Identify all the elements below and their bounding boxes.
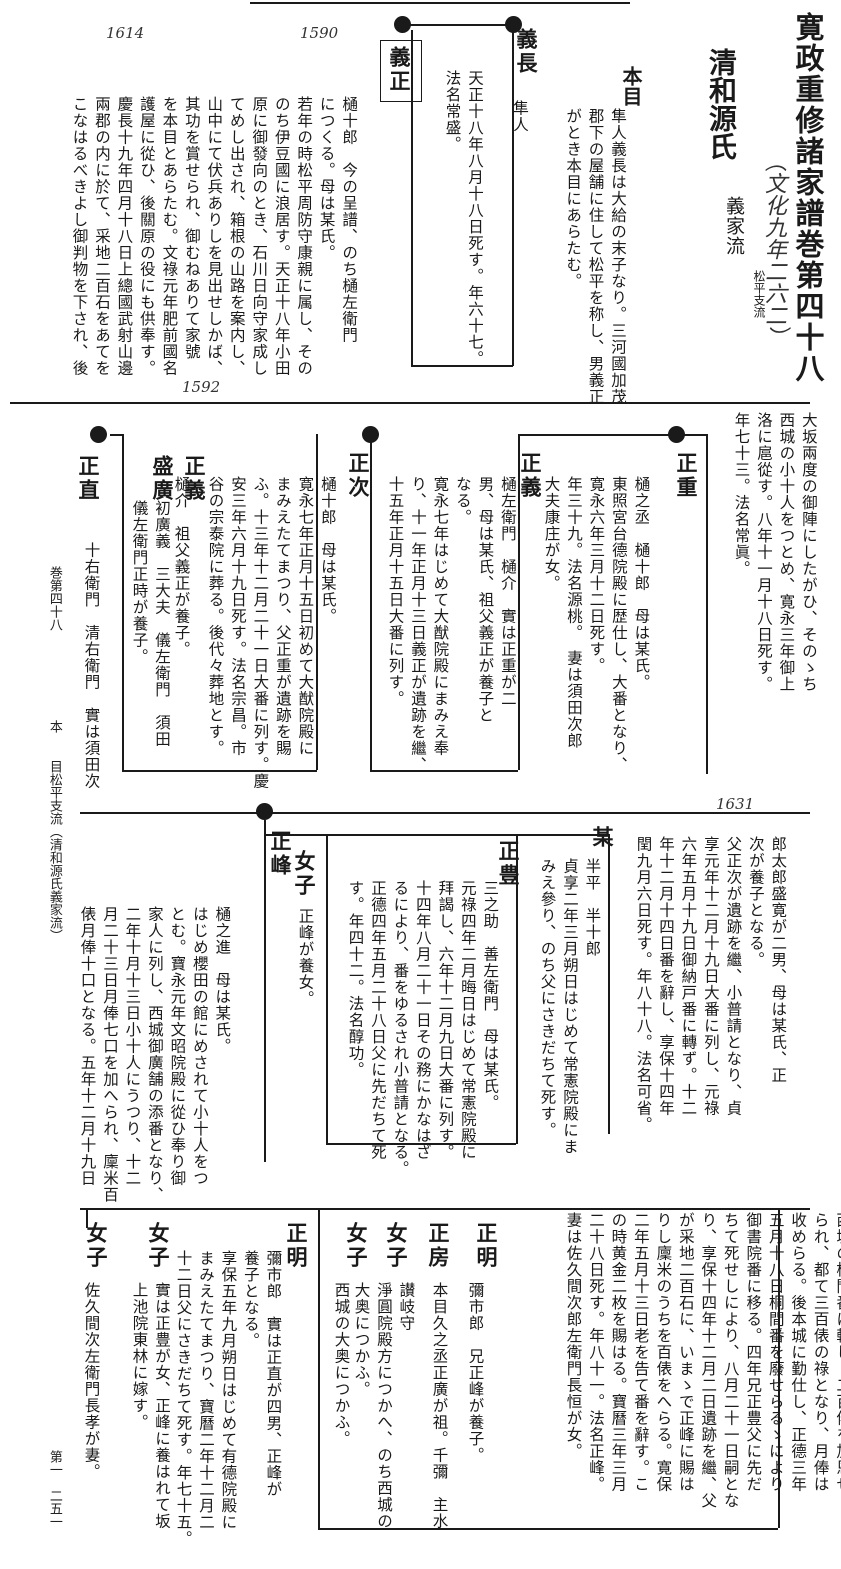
margin-hon: 本 [46,720,62,733]
pencil-note-1590: 1590 [300,24,339,42]
lineage-line [316,434,318,770]
lineage-connector [402,24,514,26]
margin-section: 目松平支流（清和源氏義家流） [46,760,62,942]
lineage-line [608,834,610,1134]
lineage-line [264,834,609,836]
person-record-masayoshi2: 樋介 祖父義正が養子。 [172,476,191,658]
person-name-yoshinaga: 義長 [514,28,539,76]
margin-volume: 巻第四十八 [46,566,62,631]
person-record-masaaki2: 彌市郎 實は正直が四男、正峰が養子となる。 享保五年九月朔日はじめて有德院殿にま… [174,1250,283,1547]
person-name-joshi1: 女子 [292,850,317,898]
lineage-line [122,434,124,770]
handwritten-note: （文化九年二六二） [761,150,786,348]
person-record-joshi1: 正峰が養女。 [296,908,315,1007]
lineage-dot [90,426,107,443]
person-record-morihiro: 初廣義 三大夫 儀左衛門 須田儀左衛門正時が養子。 [130,500,171,748]
lineage-dot [256,803,273,820]
lineage-line [411,30,413,366]
volume-title: 寛政重修諸家譜巻第四十八 [791,12,825,384]
name-box-yoshimasa [380,40,422,102]
clan-name: 清和源氏 [705,48,738,160]
upper2-continuation: 郎太郎盛寛が二男、母は某氏、正次が養子となる。 父正次が遺跡を繼、小普請となり、… [634,836,788,1133]
person-record-yoshinaga: 天正十八年八月十八日死す。年六十七。法名常盛。 [443,70,484,367]
upper-continuation: 大坂兩度の御陣にしたがひ、そのゝち西城の小十人をつとめ、寛永三年御上 洛に扈從す… [732,412,818,693]
pencil-note-1614: 1614 [106,24,145,42]
person-name-masamine: 正峰 [268,830,293,878]
lineage-line [264,820,266,1162]
person-name-bou: 某 [590,826,615,850]
person-record-joshi4: 實は正豊が女、正峰に養はれて坂上池院東林に嫁す。 [130,1282,171,1530]
branch-note: 松平支流 [752,270,766,318]
person-record-masashige: 樋之丞 樋十郎 母は某氏。東照宮台德院殿に歴仕し、大番となり、 寛永六年三月十二… [542,476,651,773]
person-record-masafusa: 本目久之丞正廣が祖。千彌 主水 [430,1282,449,1530]
person-record-joshi2: 讃岐守淨圓院殿方につかへ、のち西城の大奥につかふ。 [352,1282,416,1530]
person-title-yoshinaga: 隼人 [511,100,529,133]
person-record-masanao: 十右衛門 清右衛門 實は須田次 [82,542,101,790]
lineage-line [778,1208,780,1528]
person-name-masafusa: 正房 [426,1222,451,1270]
person-name-masayoshi2: 正義 [182,455,207,503]
intro-text: 隼人義長は大給の末子なり。三河國加茂郡下の屋舗に住して松平を称し、男義正がとき本… [564,108,627,405]
lineage-line [370,434,372,770]
lineage-connector [110,434,122,436]
person-record-masayoshi: 樋左衛門 樋介 實は正重が二男、母は某氏、祖父義正が養子と なる。寛永七年はじめ… [386,476,517,773]
honmoku-label: 本目 [619,66,643,106]
person-record-joshi5: 佐久間次左衛門長孝が妻。 [82,1282,101,1480]
lineage-line [518,434,520,770]
person-name-morihiro: 盛廣 [150,455,175,503]
person-record-masatoyo: 三之助 善左衛門 母は某氏。元祿四年二月晦日はじめて常憲院殿に 拜謁し、六年十二… [346,880,500,1177]
person-name-joshi2: 女子 [384,1222,409,1270]
top-rule [250,2,630,4]
person-record-joshi3: 西城の大奥につかふ。 [332,1282,351,1447]
person-name-joshi3: 女子 [344,1222,369,1270]
person-name-joshi5: 女子 [84,1222,109,1270]
pencil-note-1592: 1592 [182,378,221,396]
person-record-masatsugu: 樋十郎 母は某氏。寛永七年正月十五日初めて大猷院殿に まみえたてまつり、父正重が… [206,476,337,790]
person-name-masaaki2: 正明 [284,1222,309,1270]
lower-continuation: 西城の桐間番に轉じ、二百俵を加恩せられ、都て三百俵の祿となり、月俸は 收めらる。… [564,1212,841,1509]
lineage-line [512,30,514,366]
person-record-masamine: 樋之進 母は某氏。はじめ櫻田の館にめされて小十人をつ とむ。寶永元年文昭院殿に從… [78,906,232,1203]
lineage-line [370,770,518,772]
lineage-line [326,834,328,1144]
lineage-line [518,434,708,436]
lineage-line [318,1228,320,1528]
person-name-masaaki: 正明 [474,1222,499,1270]
lineage-line [86,1208,88,1228]
person-record-yoshimasa: 樋十郎 今の呈譜、のち樋左衛門につくる。母は某氏。 若年の時松平周防守康親に属し… [70,96,359,377]
person-name-masatoyo: 正豊 [496,840,521,888]
pencil-note-1631: 1631 [716,795,755,813]
section-rule [10,402,810,404]
lineage-line [411,365,513,367]
lineage-line [318,1528,778,1530]
person-name-masanao: 正直 [76,455,101,503]
lineage-line [326,1143,516,1145]
page-number: 第一 二五一 [46,1450,62,1528]
section-rule [80,812,810,814]
person-name-masashige: 正重 [674,452,699,500]
lineage-line [706,434,708,774]
lineage: 義家流 [723,196,745,256]
person-name-masayoshi: 正義 [518,452,543,500]
section-rule [80,1208,810,1210]
lineage-line [516,834,518,1144]
person-name-yoshimasa: 義正 [387,46,412,94]
person-record-bou: 半平 半十郎貞享二年三月朔日はじめて常憲院殿にまみえ參り、のち父にさきだちて死す… [538,858,602,1155]
lineage-line [318,1208,320,1228]
person-record-masaaki: 彌市郎 兄正峰が養子。 [466,1282,485,1464]
lineage-line [122,770,317,772]
person-name-masatsugu: 正次 [346,452,371,500]
person-name-joshi4: 女子 [146,1222,171,1270]
